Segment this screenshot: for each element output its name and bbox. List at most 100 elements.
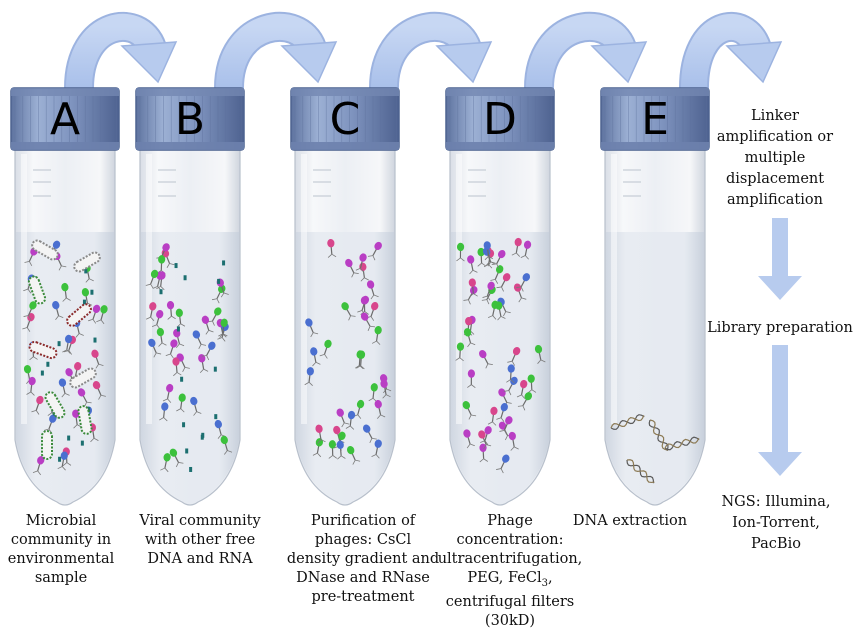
phage-fiber [360, 365, 365, 370]
phage-fiber [376, 340, 381, 345]
phage-fiber [364, 277, 369, 281]
phage [201, 315, 214, 335]
phage-fiber [370, 316, 375, 321]
caption-line: Phage [487, 513, 533, 529]
helix-strand [649, 419, 669, 451]
phage-fiber [481, 262, 486, 267]
phage-fiber [27, 288, 32, 294]
tube-liquid [451, 232, 549, 504]
phage-head [374, 325, 382, 335]
caption-line: pre-treatment [311, 589, 415, 605]
bacterium [41, 430, 53, 460]
phage-fiber [486, 261, 491, 266]
phage-fiber [100, 319, 105, 325]
phage-fiber [368, 397, 374, 402]
phage-fiber [385, 394, 391, 398]
phage-fiber [182, 367, 186, 373]
phage [31, 395, 44, 415]
phage-fiber [466, 443, 471, 449]
phage-head [374, 399, 382, 409]
phage-fiber [348, 315, 351, 321]
phage [468, 278, 478, 298]
phage-fiber [516, 394, 522, 398]
phage-fiber [200, 343, 207, 346]
phage [491, 249, 506, 269]
phage-fiber [481, 299, 487, 301]
phage-fiber [521, 394, 526, 399]
phage-fiber [469, 269, 474, 275]
phage-fiber [355, 459, 361, 462]
phage-fiber [33, 356, 38, 360]
phage-fiber [324, 354, 328, 359]
phage-fiber [349, 425, 355, 430]
phage-fiber [364, 311, 369, 315]
phage-fiber [373, 294, 379, 298]
tube-highlight [146, 154, 152, 424]
phage [362, 424, 377, 444]
caption-line: phages: CsCl [314, 532, 412, 548]
phage-fiber [180, 323, 186, 327]
phage-fiber [98, 395, 102, 400]
cap-rim [11, 88, 119, 96]
phage-head [468, 278, 476, 287]
phage-head [500, 403, 508, 412]
phage-fiber [473, 293, 478, 297]
phage [462, 401, 477, 420]
phage-fiber [201, 355, 207, 357]
phage-head [220, 435, 228, 445]
phage-fiber [503, 390, 509, 392]
phage-head [338, 431, 346, 440]
phage-fiber [167, 398, 172, 403]
phage [516, 379, 528, 399]
phage-head [190, 396, 198, 406]
phage [166, 300, 176, 320]
phage-head [306, 367, 314, 376]
phage-head [58, 378, 67, 387]
phage-fiber [360, 277, 365, 282]
phage-fiber [467, 342, 471, 348]
phage [96, 305, 108, 325]
phage-fiber [221, 337, 226, 342]
dna-helix [610, 414, 645, 430]
phage [527, 374, 537, 394]
phage-head [505, 416, 513, 425]
phage [319, 339, 332, 359]
phage-head [465, 316, 473, 326]
phage [169, 448, 184, 468]
phage-fiber [490, 278, 496, 281]
phage-fiber [87, 302, 93, 306]
down-arrow-shaft [772, 218, 788, 278]
phage-fiber [332, 455, 338, 459]
phage-head [166, 300, 175, 310]
caption-line: ultracentrifugation, [437, 551, 583, 567]
phage [148, 338, 162, 358]
phage [81, 288, 93, 308]
phage-fiber [62, 462, 68, 467]
phage-fiber [531, 389, 537, 393]
arrow-head [725, 41, 783, 84]
phage-fiber [158, 342, 163, 347]
phage-fiber [320, 439, 326, 443]
phage-head [524, 392, 533, 401]
phage-fiber [496, 417, 502, 420]
phage-head [74, 361, 82, 371]
phage-head [366, 280, 375, 289]
phage-head [467, 369, 475, 378]
down-arrow-head [758, 276, 802, 300]
workflow-line: Linker [751, 108, 799, 124]
phage-fiber [66, 297, 71, 301]
phage-fiber [95, 363, 99, 369]
phage-fiber [463, 299, 469, 301]
phage-fiber [483, 444, 487, 450]
phage-fiber [367, 255, 373, 257]
phage-fiber [315, 361, 321, 365]
tube-letter-b: B [175, 94, 205, 145]
dna-fragment [183, 275, 187, 281]
phage-fiber [75, 333, 80, 338]
phage [463, 429, 475, 449]
phage-head [172, 357, 180, 366]
curved-arrow-e-workflow [679, 12, 783, 89]
dna-fragment [159, 289, 163, 295]
phage-head [61, 282, 69, 292]
phage [175, 308, 186, 328]
